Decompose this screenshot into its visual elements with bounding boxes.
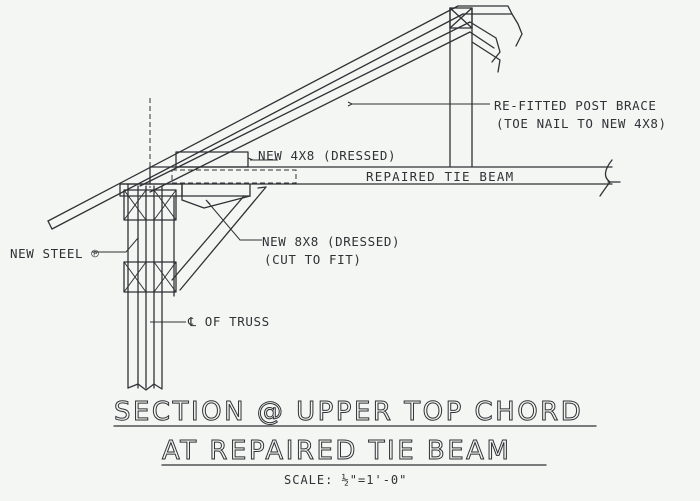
post-brace-label-2: (TOE NAIL TO NEW 4X8) — [496, 116, 667, 131]
truss-centerline-label: ℄ OF TRUSS — [187, 314, 270, 329]
post-brace-label-1: RE-FITTED POST BRACE — [494, 98, 657, 113]
new-8x8-block — [119, 183, 251, 209]
new-8x8-label-2: (CUT TO FIT) — [264, 252, 362, 267]
new-4x8-block — [175, 151, 249, 168]
main-post — [127, 183, 175, 391]
new-4x8-label: NEW 4X8 (DRESSED) — [258, 148, 396, 163]
king-post — [449, 7, 473, 167]
post-brace — [171, 186, 267, 291]
title-line-2: AT REPAIRED TIE BEAM — [162, 436, 511, 466]
new-8x8-label-1: NEW 8X8 (DRESSED) — [262, 234, 400, 249]
tie-beam — [119, 159, 621, 197]
leader-lines — [92, 101, 490, 323]
tie-beam-label: REPAIRED TIE BEAM — [366, 169, 514, 184]
steel-plates — [123, 189, 177, 293]
steel-plate-label: NEW STEEL ℗ — [10, 246, 99, 261]
title-line-1: SECTION @ UPPER TOP CHORD — [114, 397, 583, 427]
ridge-framing — [457, 5, 523, 73]
scale-note: SCALE: ½"=1'-0" — [284, 473, 407, 487]
